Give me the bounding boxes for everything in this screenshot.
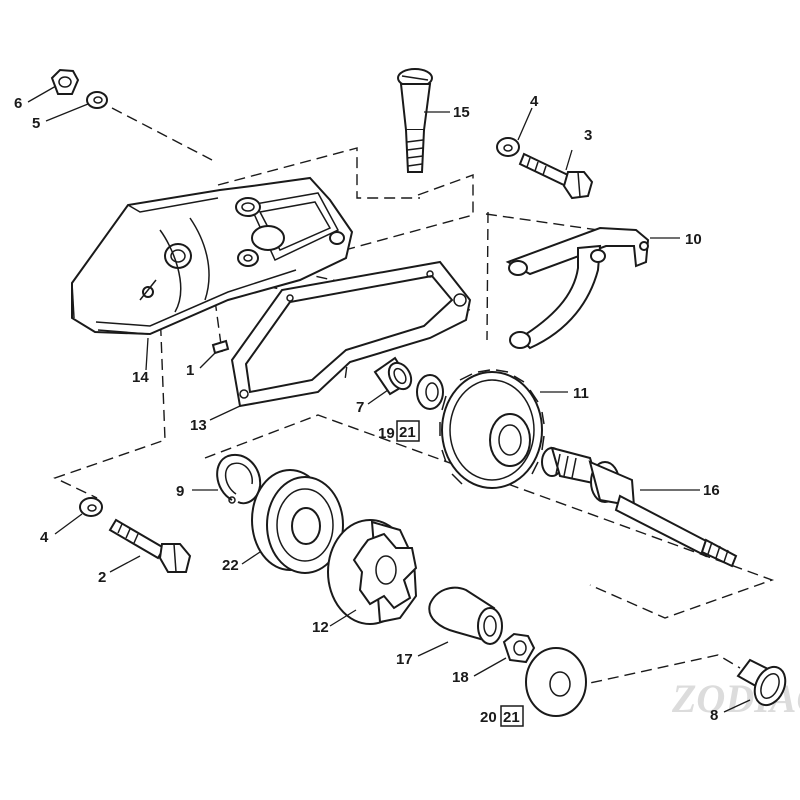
label-10: 10 bbox=[685, 231, 702, 248]
label-4-bottom: 4 bbox=[40, 529, 49, 546]
part-1-dowel-pin bbox=[211, 339, 230, 355]
part-20-washer bbox=[525, 647, 587, 717]
label-4-top: 4 bbox=[530, 93, 539, 110]
label-7: 7 bbox=[356, 399, 364, 416]
part-5-washer bbox=[86, 91, 108, 109]
label-9: 9 bbox=[176, 483, 184, 500]
label-12: 12 bbox=[312, 619, 329, 636]
label-6: 6 bbox=[14, 95, 22, 112]
part-19-thrust-washer bbox=[416, 374, 444, 410]
part-18-flange-nut bbox=[502, 632, 536, 664]
label-17: 17 bbox=[396, 651, 413, 668]
part-17-bushing bbox=[428, 586, 503, 645]
label-22: 22 bbox=[222, 557, 239, 574]
part-2-hex-bolt bbox=[108, 518, 192, 573]
label-8: 8 bbox=[710, 707, 718, 724]
part-14-starter-housing bbox=[71, 176, 354, 336]
part-16-pinion-shaft bbox=[541, 446, 738, 568]
part-4-washer-bottom bbox=[79, 497, 103, 517]
part-12-starter-pinion bbox=[327, 519, 418, 625]
label-15: 15 bbox=[453, 104, 470, 121]
label-18: 18 bbox=[452, 669, 469, 686]
label-19: 19 bbox=[378, 425, 395, 442]
label-5: 5 bbox=[32, 115, 40, 132]
part-13-gasket bbox=[230, 260, 472, 408]
part-8-needle-bearing bbox=[736, 658, 787, 707]
assembly-dashed-lines bbox=[53, 107, 775, 691]
label-1: 1 bbox=[186, 362, 194, 379]
label-16: 16 bbox=[703, 482, 720, 499]
part-10-shifter-lever bbox=[505, 226, 650, 350]
label-20: 20 bbox=[480, 709, 497, 726]
label-11: 11 bbox=[573, 385, 589, 402]
part-3-hex-bolt bbox=[518, 152, 594, 200]
part-7-bushing bbox=[373, 356, 413, 396]
reference-box-19 bbox=[396, 420, 420, 442]
part-6-hex-nut bbox=[50, 68, 80, 95]
part-4-washer-top bbox=[496, 137, 520, 157]
label-2: 2 bbox=[98, 569, 106, 586]
part-number-labels: 6 5 15 4 3 10 14 1 13 7 11 19 21 16 9 4 … bbox=[14, 93, 720, 727]
part-11-drive-gear bbox=[439, 369, 545, 489]
label-13: 13 bbox=[190, 417, 207, 434]
part-15-slotted-screw bbox=[397, 68, 433, 173]
part-9-retaining-ring bbox=[216, 453, 262, 505]
part-22-spacer-sleeve bbox=[251, 469, 344, 574]
label-20-ref: 21 bbox=[503, 709, 520, 726]
reference-box-20 bbox=[500, 705, 524, 727]
label-3: 3 bbox=[584, 127, 592, 144]
leader-lines bbox=[27, 85, 751, 713]
label-14: 14 bbox=[132, 369, 149, 386]
label-19-ref: 21 bbox=[399, 424, 416, 441]
